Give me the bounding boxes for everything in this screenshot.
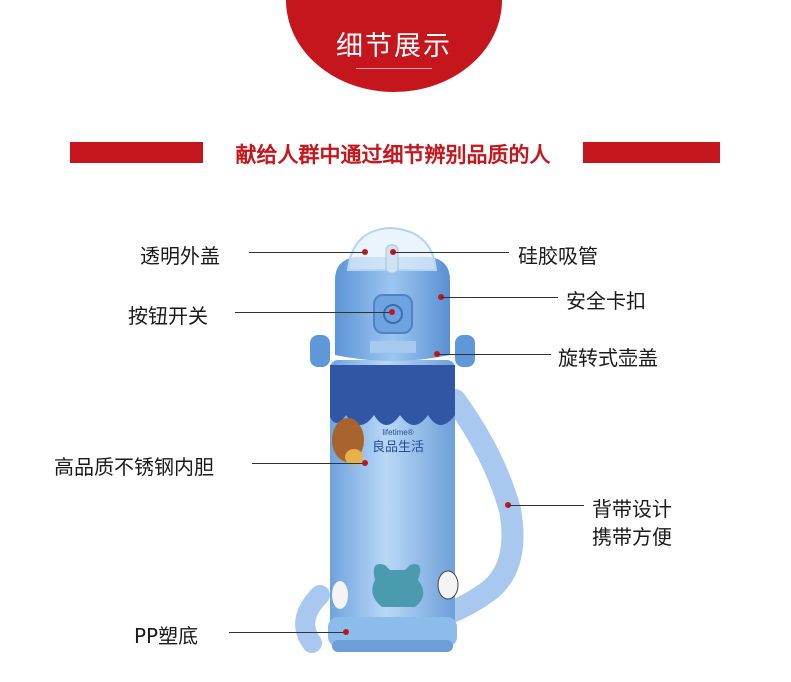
leader-line bbox=[252, 463, 365, 464]
leader-line bbox=[393, 252, 509, 253]
marker-dot bbox=[362, 249, 368, 255]
water-bottle-illustration: lifetime® 良品生活 bbox=[295, 226, 524, 653]
label-safety-clip: 安全卡扣 bbox=[566, 289, 646, 313]
slogan-bar-left bbox=[70, 142, 203, 163]
section-title: 细节展示 bbox=[336, 31, 452, 62]
slogan-text: 献给人群中通过细节辨别品质的人 bbox=[235, 142, 551, 167]
label-push-button: 按钮开关 bbox=[128, 304, 208, 328]
marker-dot bbox=[362, 460, 368, 466]
leader-line bbox=[441, 297, 558, 298]
section-title-tab: 细节展示 bbox=[286, 0, 502, 92]
svg-text:良品生活: 良品生活 bbox=[372, 439, 424, 455]
leader-line bbox=[235, 312, 392, 313]
marker-dot bbox=[389, 309, 395, 315]
label-rotating-lid: 旋转式壶盖 bbox=[558, 346, 658, 370]
leader-line bbox=[508, 505, 584, 506]
slogan-bar-right bbox=[583, 142, 720, 163]
leader-line bbox=[249, 252, 365, 253]
marker-dot bbox=[343, 629, 349, 635]
label-transparent-cover: 透明外盖 bbox=[140, 244, 220, 268]
title-underline bbox=[356, 68, 432, 69]
svg-text:lifetime®: lifetime® bbox=[382, 428, 413, 437]
label-strap-line2: 携带方便 bbox=[592, 525, 672, 549]
label-strap-line1: 背带设计 bbox=[592, 497, 672, 521]
label-pp-base: PP塑底 bbox=[134, 624, 199, 648]
leader-line bbox=[437, 354, 551, 355]
leader-line bbox=[229, 632, 346, 633]
label-silicone-straw: 硅胶吸管 bbox=[518, 244, 598, 268]
label-stainless-liner: 高品质不锈钢内胆 bbox=[54, 455, 214, 479]
